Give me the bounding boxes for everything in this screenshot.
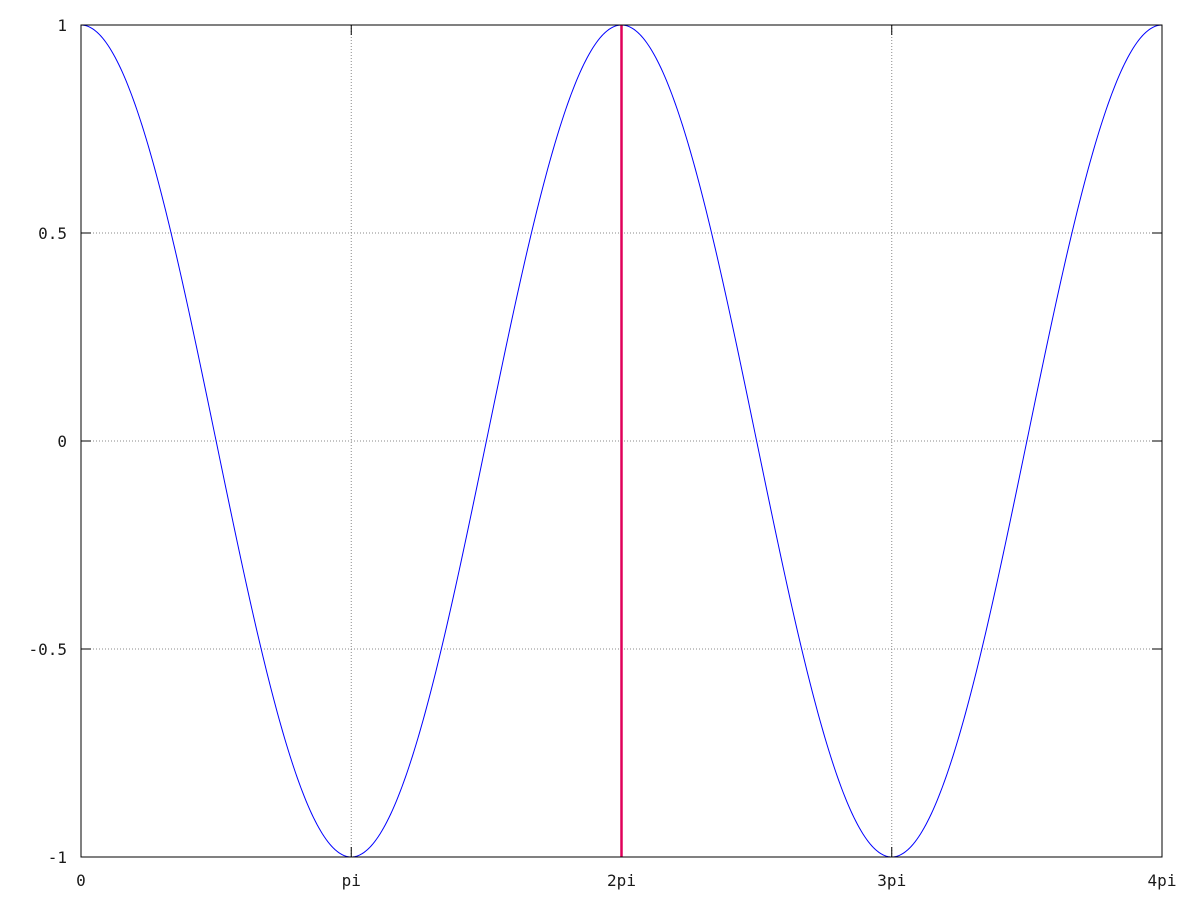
x-tick-label-0: 0 <box>76 871 86 890</box>
x-tick-label-1: pi <box>342 871 361 890</box>
y-tick-label-2: 0 <box>57 432 67 451</box>
x-tick-label-3: 3pi <box>877 871 906 890</box>
y-tick-label-0: 1 <box>57 16 67 35</box>
y-tick-label-1: 0.5 <box>38 224 67 243</box>
y-axis-tick-labels: 1 0.5 0 -0.5 -1 <box>28 16 67 867</box>
y-tick-label-3: -0.5 <box>28 640 67 659</box>
x-axis-tick-labels: 0 pi 2pi 3pi 4pi <box>76 871 1176 890</box>
x-tick-label-4: 4pi <box>1148 871 1177 890</box>
x-tick-label-2: 2pi <box>607 871 636 890</box>
plot-frame <box>80 24 1163 858</box>
y-tick-label-4: -1 <box>48 848 67 867</box>
